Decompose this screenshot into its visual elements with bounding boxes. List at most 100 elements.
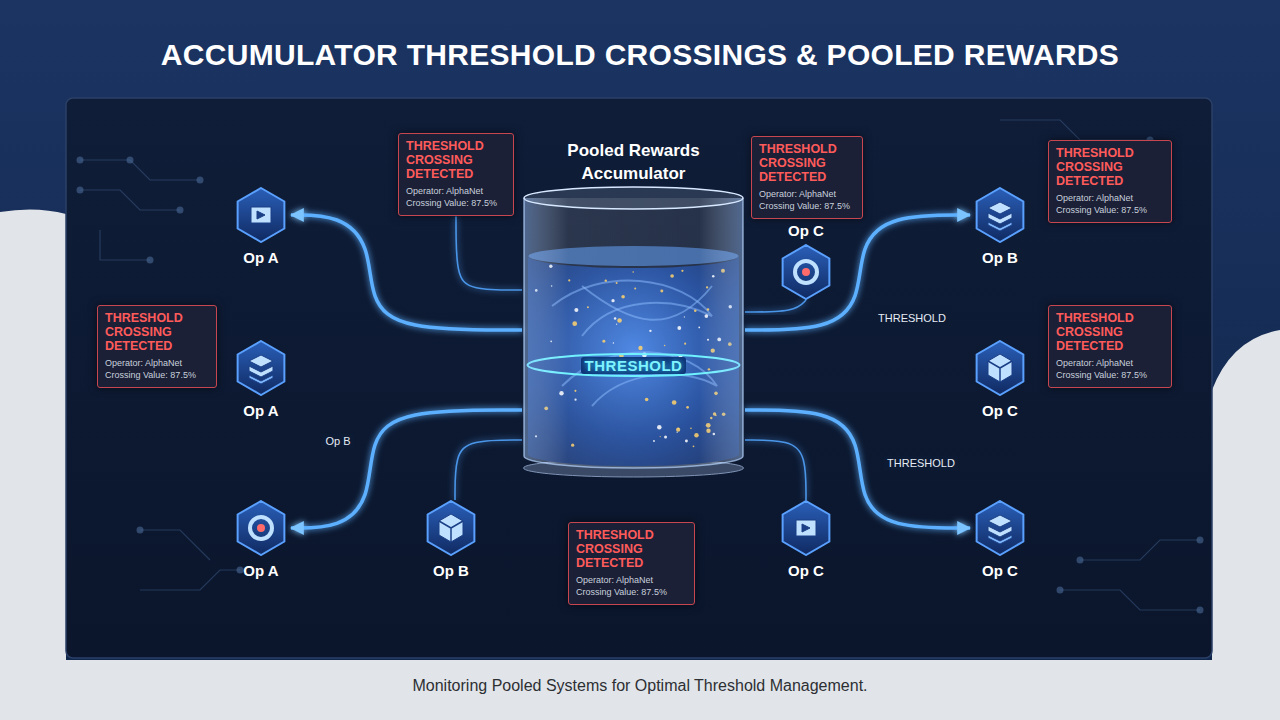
- cylinder-rim: [524, 187, 743, 209]
- title: ACCUMULATOR THRESHOLD CROSSINGS & POOLED…: [161, 38, 1119, 71]
- alert-title: THRESHOLD CROSSING DETECTED: [105, 311, 210, 353]
- alert-detail: Operator: AlphaNet: [759, 189, 856, 201]
- circuit-dot: [1197, 537, 1204, 544]
- operator-node: Op C: [970, 500, 1030, 580]
- accumulator-cylinder: Pooled Rewards AccumulatorTHRESHOLD: [522, 138, 745, 478]
- alert-title: THRESHOLD CROSSING DETECTED: [576, 528, 688, 570]
- caption: Monitoring Pooled Systems for Optimal Th…: [412, 677, 867, 694]
- alert-callout: THRESHOLD CROSSING DETECTED Operator: Alp…: [1048, 140, 1172, 223]
- hex-icon-frame: [977, 188, 1024, 242]
- operator-glyph: [796, 520, 816, 536]
- operator-label: Op C: [776, 562, 836, 580]
- hex-icon-frame: [783, 245, 830, 299]
- hex-icon: [972, 500, 1028, 556]
- flow-label: THRESHOLD: [875, 311, 949, 325]
- alert-title: THRESHOLD CROSSING DETECTED: [1056, 146, 1165, 188]
- caption-box: Monitoring Pooled Systems for Optimal Th…: [0, 677, 1280, 695]
- operator-label: Op A: [231, 562, 291, 580]
- operator-label: Op A: [231, 402, 291, 420]
- alert-detail: Operator: AlphaNet: [576, 575, 688, 587]
- link-line: [745, 300, 806, 312]
- operator-node: Op B: [970, 187, 1030, 267]
- alert-callout: THRESHOLD CROSSING DETECTED Operator: Alp…: [568, 522, 695, 605]
- alert-detail: Crossing Value: 87.5%: [1056, 205, 1165, 217]
- hex-icon-frame: [238, 188, 285, 242]
- alert-detail: Operator: AlphaNet: [1056, 193, 1165, 205]
- link-line: [456, 216, 522, 290]
- operator-glyph: [251, 207, 271, 223]
- circuit-dot: [77, 157, 84, 164]
- flow-label: THRESHOLD: [884, 456, 958, 470]
- glass-cylinder: [524, 198, 743, 468]
- hex-icon: [778, 500, 834, 556]
- operator-node: Op C: [776, 500, 836, 580]
- operator-node: Op C: [776, 222, 836, 300]
- hex-icon-frame: [238, 341, 285, 395]
- title-box: ACCUMULATOR THRESHOLD CROSSINGS & POOLED…: [0, 38, 1280, 72]
- alert-title: THRESHOLD CROSSING DETECTED: [406, 139, 507, 181]
- operator-glyph: [988, 202, 1012, 231]
- operator-glyph: [439, 514, 463, 542]
- hex-icon: [423, 500, 479, 556]
- alert-detail: Crossing Value: 87.5%: [1056, 370, 1165, 382]
- hex-icon-frame: [238, 501, 285, 555]
- operator-node: Op A: [231, 500, 291, 580]
- alert-callout: THRESHOLD CROSSING DETECTED Operator: Alp…: [97, 305, 217, 388]
- alert-callout: THRESHOLD CROSSING DETECTED Operator: Alp…: [398, 133, 514, 216]
- link-line: [455, 440, 522, 500]
- hex-icon-frame: [977, 501, 1024, 555]
- operator-glyph: [795, 261, 817, 283]
- hex-icon-frame: [428, 501, 475, 555]
- circuit-decoration: [80, 120, 1200, 610]
- alert-callout: THRESHOLD CROSSING DETECTED Operator: Alp…: [751, 136, 863, 219]
- alert-title: THRESHOLD CROSSING DETECTED: [1056, 311, 1165, 353]
- cylinder-art: [522, 186, 745, 478]
- operator-glyph: [988, 354, 1012, 382]
- flow-arrow: [291, 366, 522, 370]
- circuit-dot: [137, 527, 144, 534]
- operator-label: Op C: [970, 562, 1030, 580]
- flow-arrow: [745, 410, 970, 528]
- hex-icon: [233, 340, 289, 396]
- hex-icon: [972, 340, 1028, 396]
- operator-label: Op C: [970, 402, 1030, 420]
- circuit-dots: [77, 137, 1204, 614]
- navy-ground: [0, 0, 1280, 660]
- circuit-dot: [77, 187, 84, 194]
- alert-detail: Crossing Value: 87.5%: [105, 370, 210, 382]
- alert-detail: Crossing Value: 87.5%: [576, 587, 688, 599]
- operator-glyph: [249, 355, 273, 384]
- alert-title: THRESHOLD CROSSING DETECTED: [759, 142, 856, 184]
- flow-label: Op B: [322, 434, 353, 448]
- alert-detail: Operator: AlphaNet: [1056, 358, 1165, 370]
- hex-icon: [972, 187, 1028, 243]
- flow-arrow: [745, 366, 970, 370]
- alert-detail: Operator: AlphaNet: [406, 186, 507, 198]
- operator-label: Op B: [421, 562, 481, 580]
- alert-detail: Crossing Value: 87.5%: [759, 201, 856, 213]
- hex-icon: [778, 244, 834, 300]
- flow-arrow: [291, 215, 522, 330]
- operator-node: Op C: [970, 340, 1030, 420]
- hex-icon: [233, 500, 289, 556]
- operator-node: Op A: [231, 187, 291, 267]
- hex-icon: [233, 187, 289, 243]
- flow-arrow: [291, 410, 522, 528]
- circuit-dot: [237, 567, 244, 574]
- alert-detail: Operator: AlphaNet: [105, 358, 210, 370]
- operator-label: Op C: [776, 222, 836, 240]
- alert-callout: THRESHOLD CROSSING DETECTED Operator: Alp…: [1048, 305, 1172, 388]
- flow-arrow: [745, 215, 970, 330]
- operator-node: Op B: [421, 500, 481, 580]
- operator-label: Op B: [970, 249, 1030, 267]
- operator-glyph: [988, 515, 1012, 544]
- circuit-dot: [1077, 557, 1084, 564]
- link-line: [745, 440, 806, 500]
- threshold-label: THRESHOLD: [581, 357, 687, 374]
- circuit-dot: [1057, 587, 1064, 594]
- accumulator-title: Pooled Rewards Accumulator: [522, 138, 745, 186]
- hex-icon-frame: [783, 501, 830, 555]
- circuit-dot: [177, 207, 184, 214]
- circuit-dot: [1197, 607, 1204, 614]
- alert-detail: Crossing Value: 87.5%: [406, 198, 507, 210]
